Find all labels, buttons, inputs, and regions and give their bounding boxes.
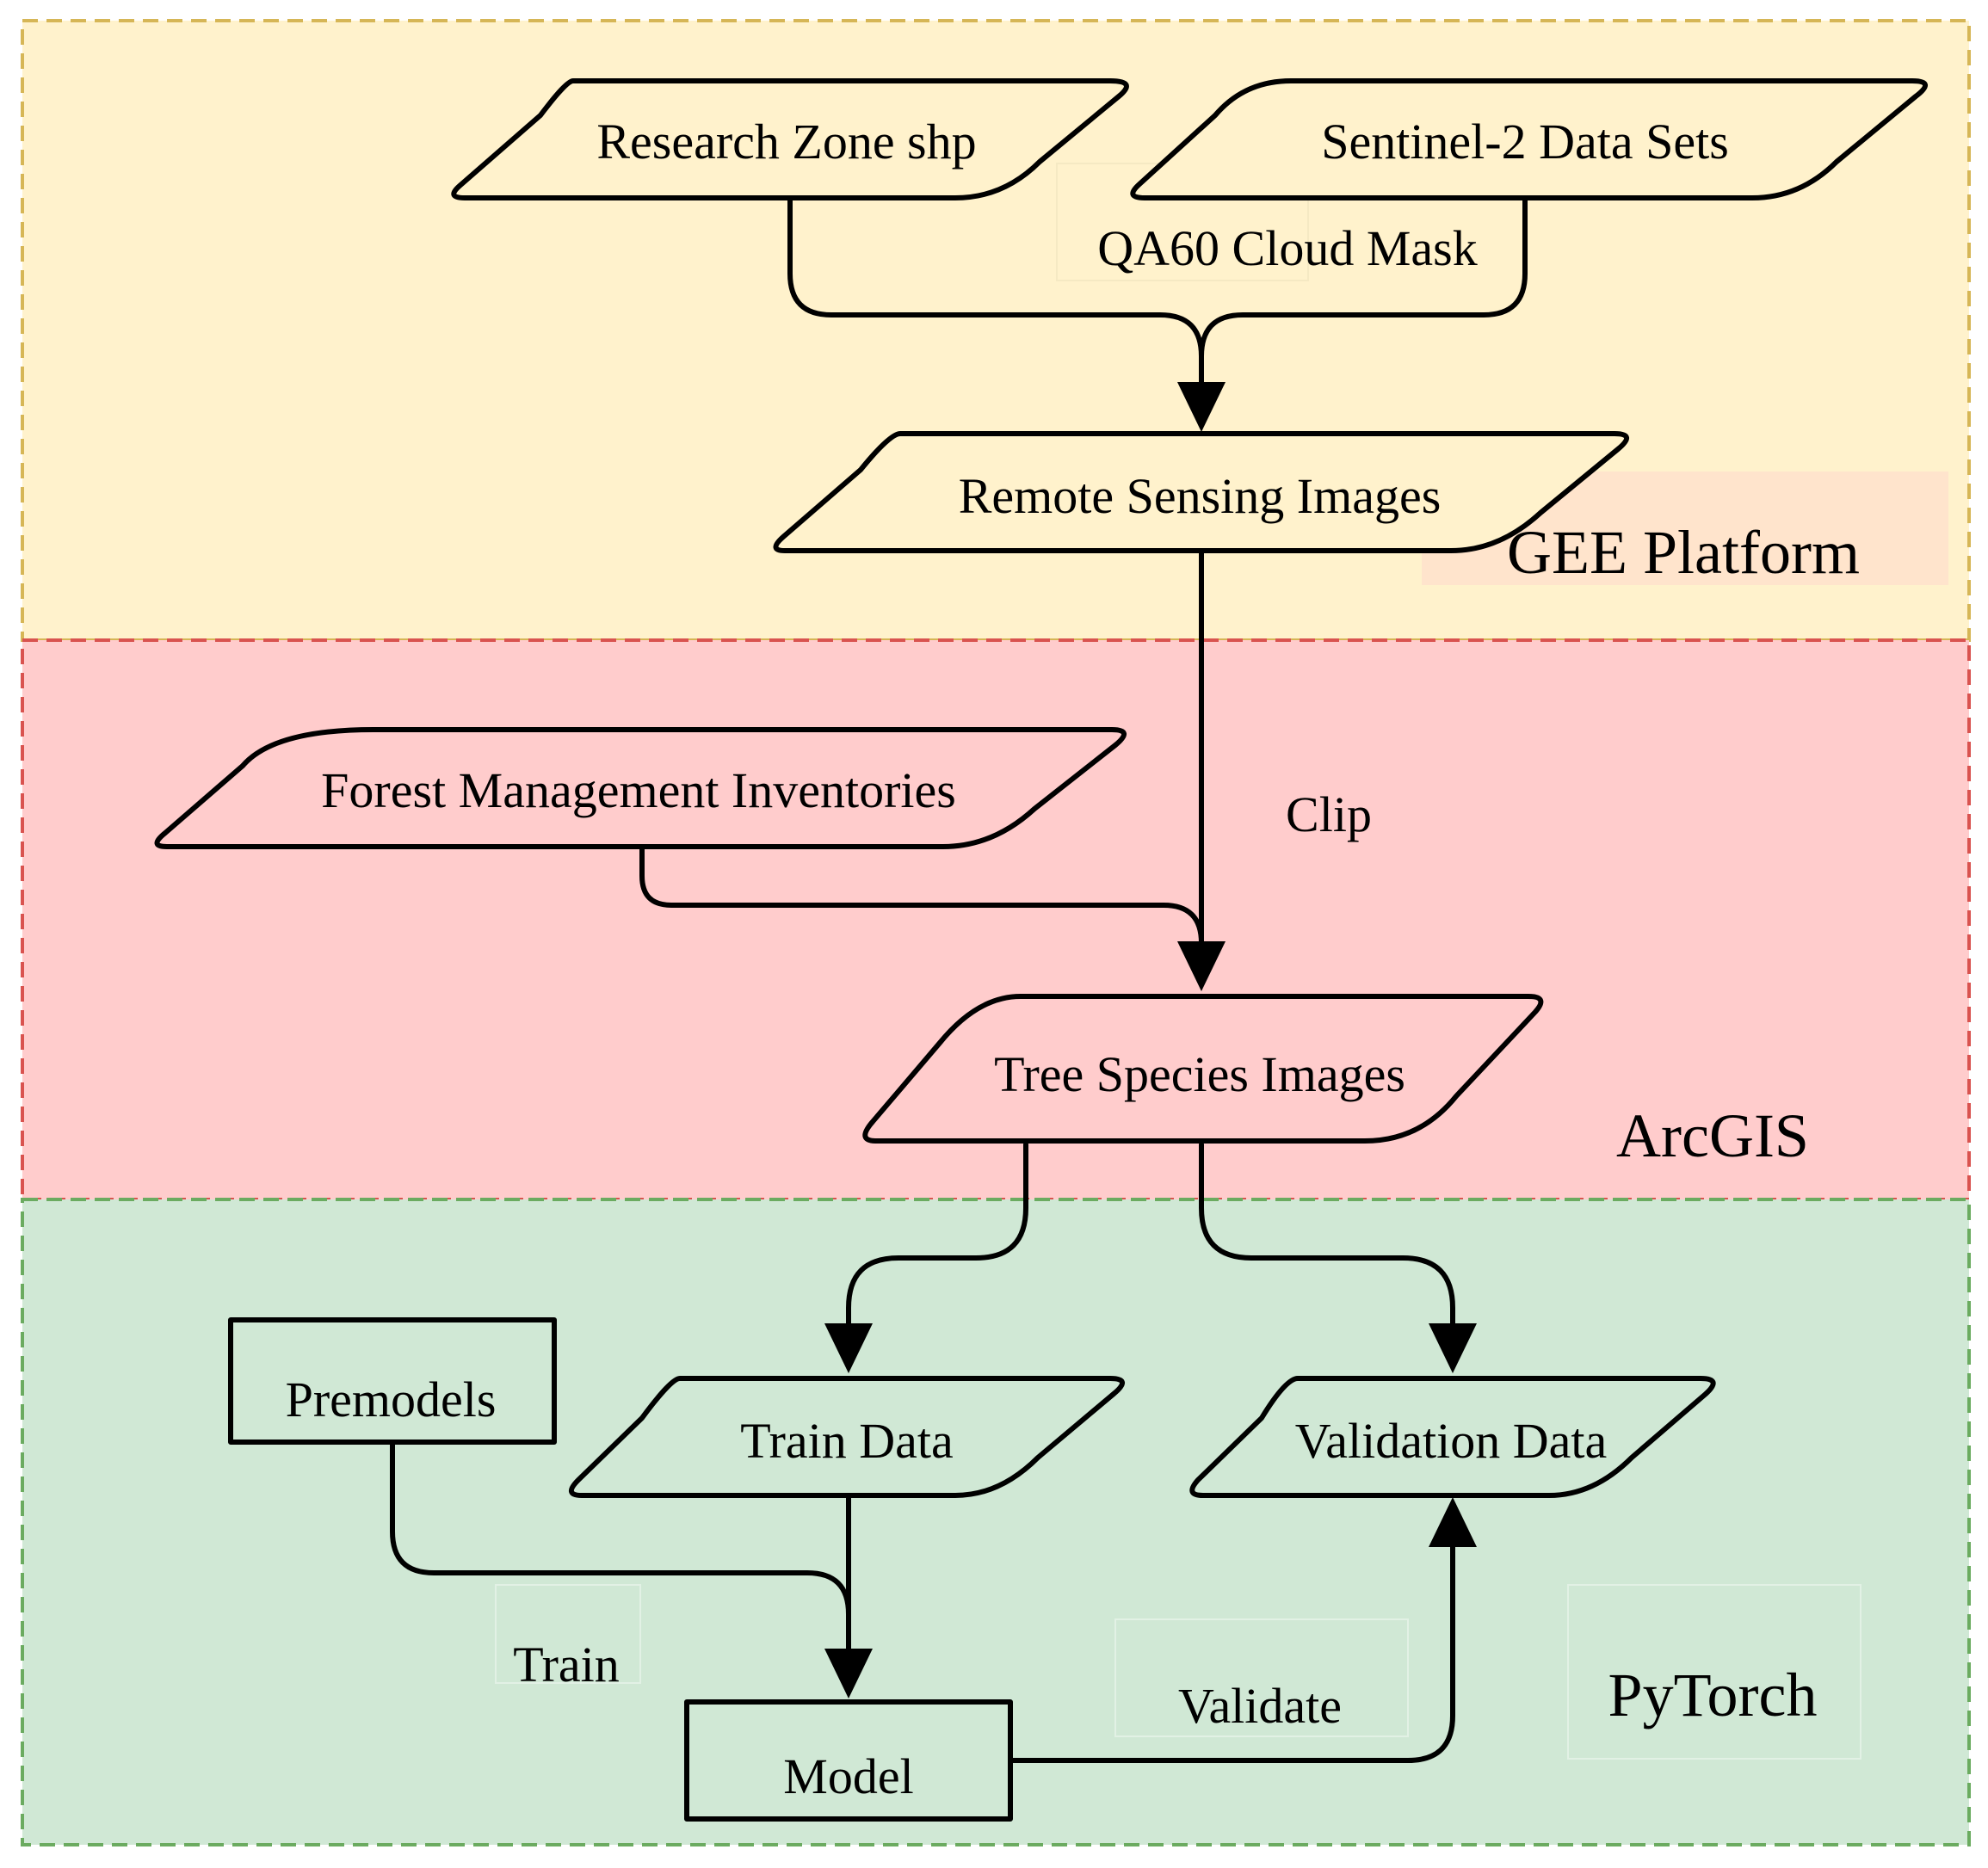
premodels-label: Premodels [286,1372,497,1427]
edge-forest-inventories-to-tree-species [639,844,1204,946]
node-forest-inventories[interactable]: Forest Management Inventories [154,727,1127,849]
edges [390,195,1528,1763]
node-research-zone[interactable]: Research Zone shp [451,78,1129,200]
arrowhead-remote-sensing [1177,382,1226,432]
remote-sensing-shape [773,431,1629,553]
train-data-label: Train Data [740,1413,954,1469]
research-zone-shape [451,78,1129,200]
premodels-shape [228,1317,557,1445]
node-tree-species[interactable]: Tree Species Images [862,994,1544,1144]
validation-data-shape [1189,1376,1716,1498]
edge-research-zone-to-remote-sensing [787,195,1204,407]
arrowhead-validation-data [1429,1323,1477,1373]
validate-label: Validate [1178,1678,1342,1734]
train-data-shape [569,1376,1125,1498]
node-train-data[interactable]: Train Data [569,1376,1125,1498]
arrowhead-train-data [824,1323,873,1373]
clip-label: Clip [1286,786,1372,842]
arrowhead-model [824,1649,873,1698]
model-shape [684,1699,1013,1822]
arcgis-label: ArcGIS [1616,1101,1809,1170]
node-model[interactable]: Model [684,1699,1013,1822]
edge-model-to-validation-data [1008,1520,1455,1763]
validate-label-bg [1114,1618,1409,1737]
arrowhead-tree-species [1177,941,1226,991]
arrowhead-validation-from-model [1429,1497,1477,1547]
train-label-bg [495,1584,641,1684]
node-premodels[interactable]: Premodels [228,1317,557,1445]
edge-tree-species-to-train-data [846,1142,1028,1345]
forest-inventories-label: Forest Management Inventories [321,762,956,818]
sentinel-label: Sentinel-2 Data Sets [1321,114,1729,170]
research-zone-label: Research Zone shp [596,114,976,170]
sentinel-shape [1130,78,1928,200]
tree-species-shape [862,994,1544,1144]
edge-tree-species-to-validation-data [1199,1142,1455,1345]
validation-data-label: Validation Data [1295,1413,1607,1469]
train-label: Train [513,1637,620,1692]
edge-premodels-to-model [390,1440,851,1617]
gee-platform-label: GEE Platform [1507,518,1860,587]
model-label: Model [783,1748,913,1804]
node-remote-sensing[interactable]: Remote Sensing Images [773,431,1629,553]
forest-inventories-shape [154,727,1127,849]
pytorch-label: PyTorch [1608,1661,1818,1729]
node-validation-data[interactable]: Validation Data [1189,1376,1716,1498]
tree-species-label: Tree Species Images [994,1046,1405,1102]
remote-sensing-label: Remote Sensing Images [959,468,1442,524]
edge-sentinel-to-remote-sensing [1199,195,1528,359]
pytorch-label-bg [1567,1584,1861,1760]
node-sentinel[interactable]: Sentinel-2 Data Sets [1130,78,1928,200]
cloud-mask-label: QA60 Cloud Mask [1097,220,1477,276]
